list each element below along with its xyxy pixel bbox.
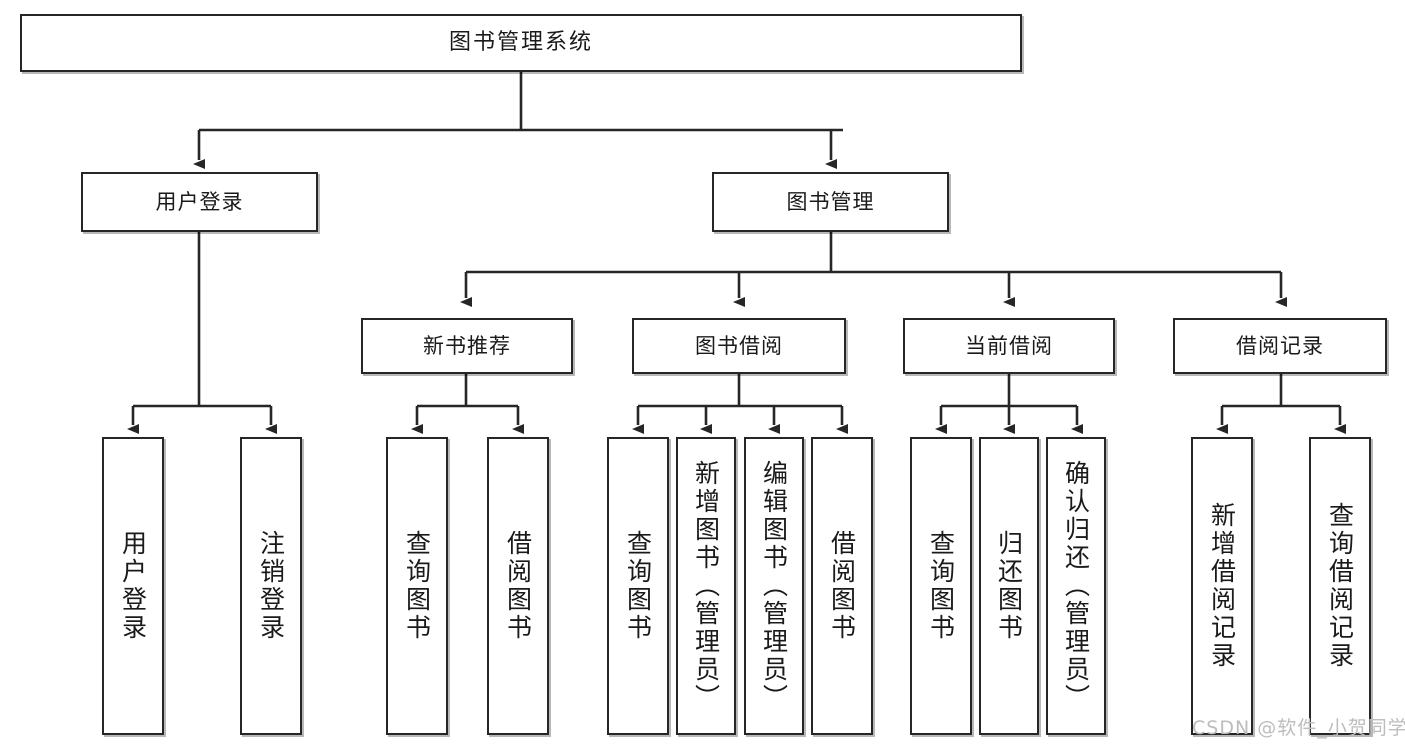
node-label: 借阅图书 <box>503 530 533 642</box>
node-new-book-recommend[interactable]: 新书推荐 <box>361 318 573 374</box>
leaf-borrow-book[interactable]: 借阅图书 <box>811 437 873 735</box>
node-label: 查询图书 <box>623 530 653 642</box>
leaf-borrow-book-recommend[interactable]: 借阅图书 <box>487 437 549 735</box>
node-borrow-record[interactable]: 借阅记录 <box>1173 318 1387 374</box>
node-user-login[interactable]: 用户登录 <box>81 172 318 232</box>
leaf-query-book-recommend[interactable]: 查询图书 <box>386 437 448 735</box>
node-label: 新增图书（管理员） <box>691 460 721 712</box>
node-label: 查询图书 <box>402 530 432 642</box>
node-label: 注销登录 <box>256 530 286 642</box>
node-label: 查询图书 <box>926 530 956 642</box>
node-label: 用户登录 <box>155 189 244 214</box>
node-label: 借阅记录 <box>1236 333 1324 358</box>
node-label: 图书管理系统 <box>448 30 593 56</box>
leaf-query-book-current[interactable]: 查询图书 <box>910 437 972 735</box>
node-label: 确认归还（管理员） <box>1061 460 1091 712</box>
node-label: 图书管理 <box>786 189 875 214</box>
node-label: 当前借阅 <box>965 333 1053 358</box>
node-label: 新书推荐 <box>423 333 511 358</box>
leaf-query-borrow-record[interactable]: 查询借阅记录 <box>1309 437 1371 735</box>
node-label: 图书借阅 <box>695 333 783 358</box>
leaf-user-login[interactable]: 用户登录 <box>102 437 164 735</box>
node-book-borrow[interactable]: 图书借阅 <box>632 318 846 374</box>
node-label: 归还图书 <box>994 530 1024 642</box>
node-label: 用户登录 <box>118 530 148 642</box>
node-label: 查询借阅记录 <box>1325 502 1355 670</box>
leaf-logout-login[interactable]: 注销登录 <box>240 437 302 735</box>
leaf-return-book[interactable]: 归还图书 <box>979 437 1039 735</box>
node-book-management[interactable]: 图书管理 <box>712 172 949 232</box>
node-label: 编辑图书（管理员） <box>759 460 789 712</box>
leaf-add-borrow-record[interactable]: 新增借阅记录 <box>1191 437 1253 735</box>
leaf-query-book-borrow[interactable]: 查询图书 <box>607 437 669 735</box>
leaf-edit-book-admin[interactable]: 编辑图书（管理员） <box>744 437 804 735</box>
node-label: 借阅图书 <box>827 530 857 642</box>
csdn-watermark: CSDN @软件_小贺同学 <box>1192 717 1405 739</box>
leaf-confirm-return-admin[interactable]: 确认归还（管理员） <box>1046 437 1106 735</box>
node-current-borrow[interactable]: 当前借阅 <box>903 318 1115 374</box>
leaf-add-book-admin[interactable]: 新增图书（管理员） <box>676 437 736 735</box>
node-label: 新增借阅记录 <box>1207 502 1237 670</box>
node-root-book-management-system[interactable]: 图书管理系统 <box>20 14 1022 72</box>
